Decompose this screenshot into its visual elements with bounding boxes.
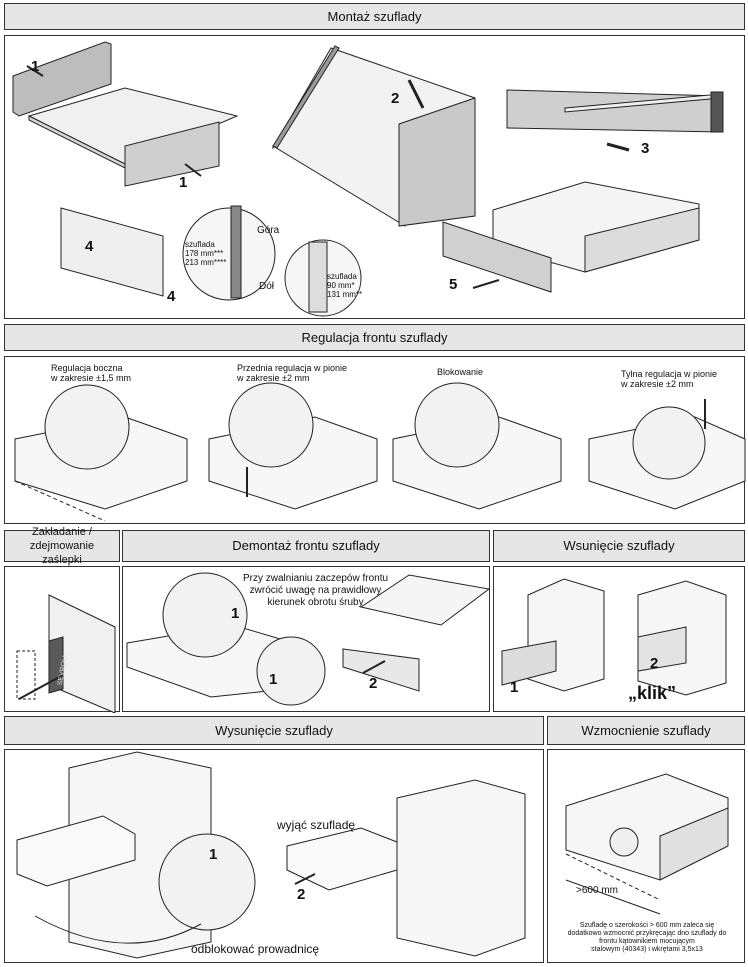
header-zakladanie: Zakładanie / zdejmowanie zaślepki — [4, 526, 120, 566]
header-regulacja-text: Regulacja frontu szuflady — [301, 329, 448, 345]
label-szuflada-b-title: szuflada — [327, 272, 357, 281]
label-przednia-regulacja: Przednia regulacja w pionie w zakresie ±… — [237, 363, 348, 383]
header-wsuniecie-text: Wsunięcie szuflady — [563, 538, 675, 553]
demontaz-step-1a: 1 — [231, 605, 240, 622]
label-tylna-regulacja: Tylna regulacja w pionie w zakresie ±2 m… — [621, 369, 718, 389]
header-montaz: Montaż szuflady — [4, 3, 745, 30]
header-zakladanie-text: Zakładanie / zdejmowanie zaślepki — [29, 526, 95, 566]
label-szuflada-b-1: 90 mm* — [327, 281, 355, 290]
demontaz-illustration — [126, 572, 491, 706]
header-wsuniecie: Wsunięcie szuflady — [493, 530, 745, 562]
panel-wysuniecie: wyjąć szufladę odblokować prowadnicę 1 2 — [4, 749, 544, 963]
zakladanie-illustration — [16, 594, 116, 713]
demontaz-step-2: 2 — [369, 675, 378, 692]
header-demontaz-text: Demontaż frontu szuflady — [232, 538, 380, 553]
montaz-step-1a: 1 — [31, 58, 40, 75]
montaz-step-3: 3 — [641, 140, 650, 157]
label-szerokosc: >600 mm — [576, 885, 618, 896]
montaz-step-5: 5 — [449, 276, 458, 293]
montaz-step-1b: 1 — [179, 174, 188, 191]
regulacja-illustration — [14, 382, 746, 522]
label-odblokowac: odblokować prowadnicę — [191, 942, 320, 956]
label-dol: Dół — [259, 281, 275, 292]
label-szuflada-b-2: 131 mm** — [327, 290, 363, 299]
panel-regulacja: Regulacja boczna w zakresie ±1,5 mm Prze… — [4, 356, 746, 524]
header-wzmocnienie: Wzmocnienie szuflady — [547, 716, 745, 745]
montaz-illustration — [12, 41, 724, 317]
header-wysuniecie: Wysunięcie szuflady — [4, 716, 544, 745]
label-klik: „klik” — [628, 683, 677, 703]
header-wysuniecie-text: Wysunięcie szuflady — [215, 722, 333, 738]
wzmocnienie-illustration — [565, 773, 729, 915]
label-szuflada-a-1: 178 mm*** — [185, 249, 224, 258]
label-szuflada-a-title: szuflada — [185, 240, 215, 249]
wsuniecie-step-1: 1 — [510, 679, 519, 696]
panel-demontaz: Przy zwalnianiu zaczepów frontu zwrócić … — [122, 566, 491, 712]
demontaz-step-1b: 1 — [269, 671, 278, 688]
montaz-step-4b: 4 — [167, 288, 176, 305]
header-montaz-text: Montaż szuflady — [327, 8, 422, 24]
label-demontaz-note: Przy zwalnianiu zaczepów frontu zwrócić … — [243, 573, 389, 608]
header-demontaz: Demontaż frontu szuflady — [122, 530, 490, 562]
wysuniecie-step-1: 1 — [209, 846, 218, 863]
header-regulacja: Regulacja frontu szuflady — [4, 324, 745, 351]
panel-wzmocnienie: >600 mm Szufladę o szerokości > 600 mm z… — [547, 749, 745, 963]
wsuniecie-step-2: 2 — [650, 655, 659, 672]
montaz-step-2: 2 — [391, 90, 400, 107]
label-wyjac: wyjąć szufladę — [277, 818, 356, 832]
label-regulacja-boczna: Regulacja boczna w zakresie ±1,5 mm — [51, 363, 131, 383]
header-wzmocnienie-text: Wzmocnienie szuflady — [581, 722, 711, 738]
label-wzmocnienie-note: Szufladę o szerokości > 600 mm zaleca si… — [567, 922, 727, 953]
label-blokowanie: Blokowanie — [437, 367, 484, 377]
panel-montaz: 1 1 2 3 4 4 5 Góra Dół szuflada 178 mm**… — [4, 35, 745, 319]
panel-wsuniecie: 1 2 „klik” — [493, 566, 745, 712]
label-szuflada-a-2: 213 mm**** — [185, 258, 227, 267]
wsuniecie-illustration — [501, 578, 727, 696]
wysuniecie-step-2: 2 — [297, 886, 306, 903]
panel-zakladanie: SEVROLL — [4, 566, 120, 713]
montaz-step-4a: 4 — [85, 238, 94, 255]
label-gora: Góra — [257, 225, 280, 236]
wysuniecie-illustration — [16, 751, 526, 959]
